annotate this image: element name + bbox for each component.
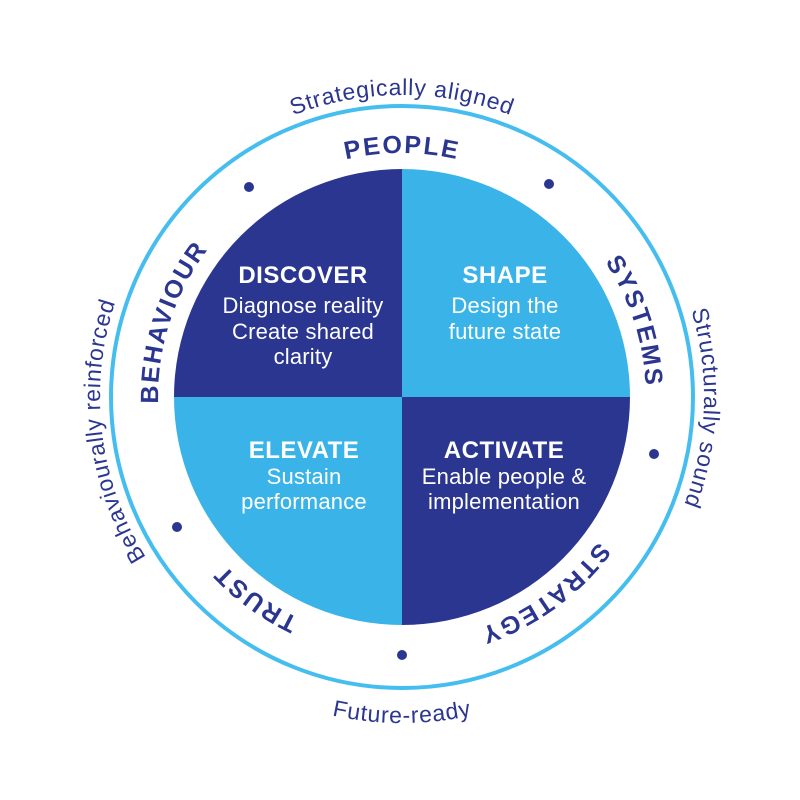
quadrant-texts: DISCOVER Diagnose reality Create shared … <box>223 262 587 514</box>
outer-ring-circle <box>109 104 695 690</box>
elevate-line-2: performance <box>241 489 367 514</box>
ring-dot-top-left <box>244 182 254 192</box>
shape-line-2: future state <box>449 319 561 344</box>
elevate-line-1: Sustain <box>267 464 342 489</box>
ring-dot-bottom <box>397 650 407 660</box>
discover-line-1: Diagnose reality <box>223 293 384 318</box>
ring-dots <box>172 179 659 660</box>
discover-line-3: clarity <box>274 344 333 369</box>
outer-caption-bottom-text: Future-ready <box>331 695 472 728</box>
quadrant-discover-shape <box>174 169 402 397</box>
ring-dot-right-bottom <box>649 449 659 459</box>
outer-caption-top-text: Strategically aligned <box>286 74 517 120</box>
ring-label-people-text: PEOPLE <box>341 131 460 166</box>
outer-caption-top: Strategically aligned <box>286 74 518 120</box>
discover-title: DISCOVER <box>238 262 367 289</box>
quadrants <box>174 169 630 625</box>
ring-label-people: PEOPLE <box>341 131 462 166</box>
ring-dot-top-right <box>544 179 554 189</box>
outer-caption-bottom: Future-ready <box>331 695 473 728</box>
discover-line-2: Create shared <box>232 319 374 344</box>
activate-title: ACTIVATE <box>444 437 564 464</box>
quadrant-activate-shape <box>402 397 630 625</box>
quadrant-shape-shape <box>402 169 630 397</box>
elevate-title: ELEVATE <box>249 437 360 464</box>
quadrant-elevate-shape <box>174 397 402 625</box>
ring-dot-left-bottom <box>172 522 182 532</box>
activate-line-2: implementation <box>428 489 580 514</box>
shape-title: SHAPE <box>462 262 547 289</box>
shape-line-1: Design the <box>451 293 558 318</box>
activate-line-1: Enable people & <box>422 464 587 489</box>
